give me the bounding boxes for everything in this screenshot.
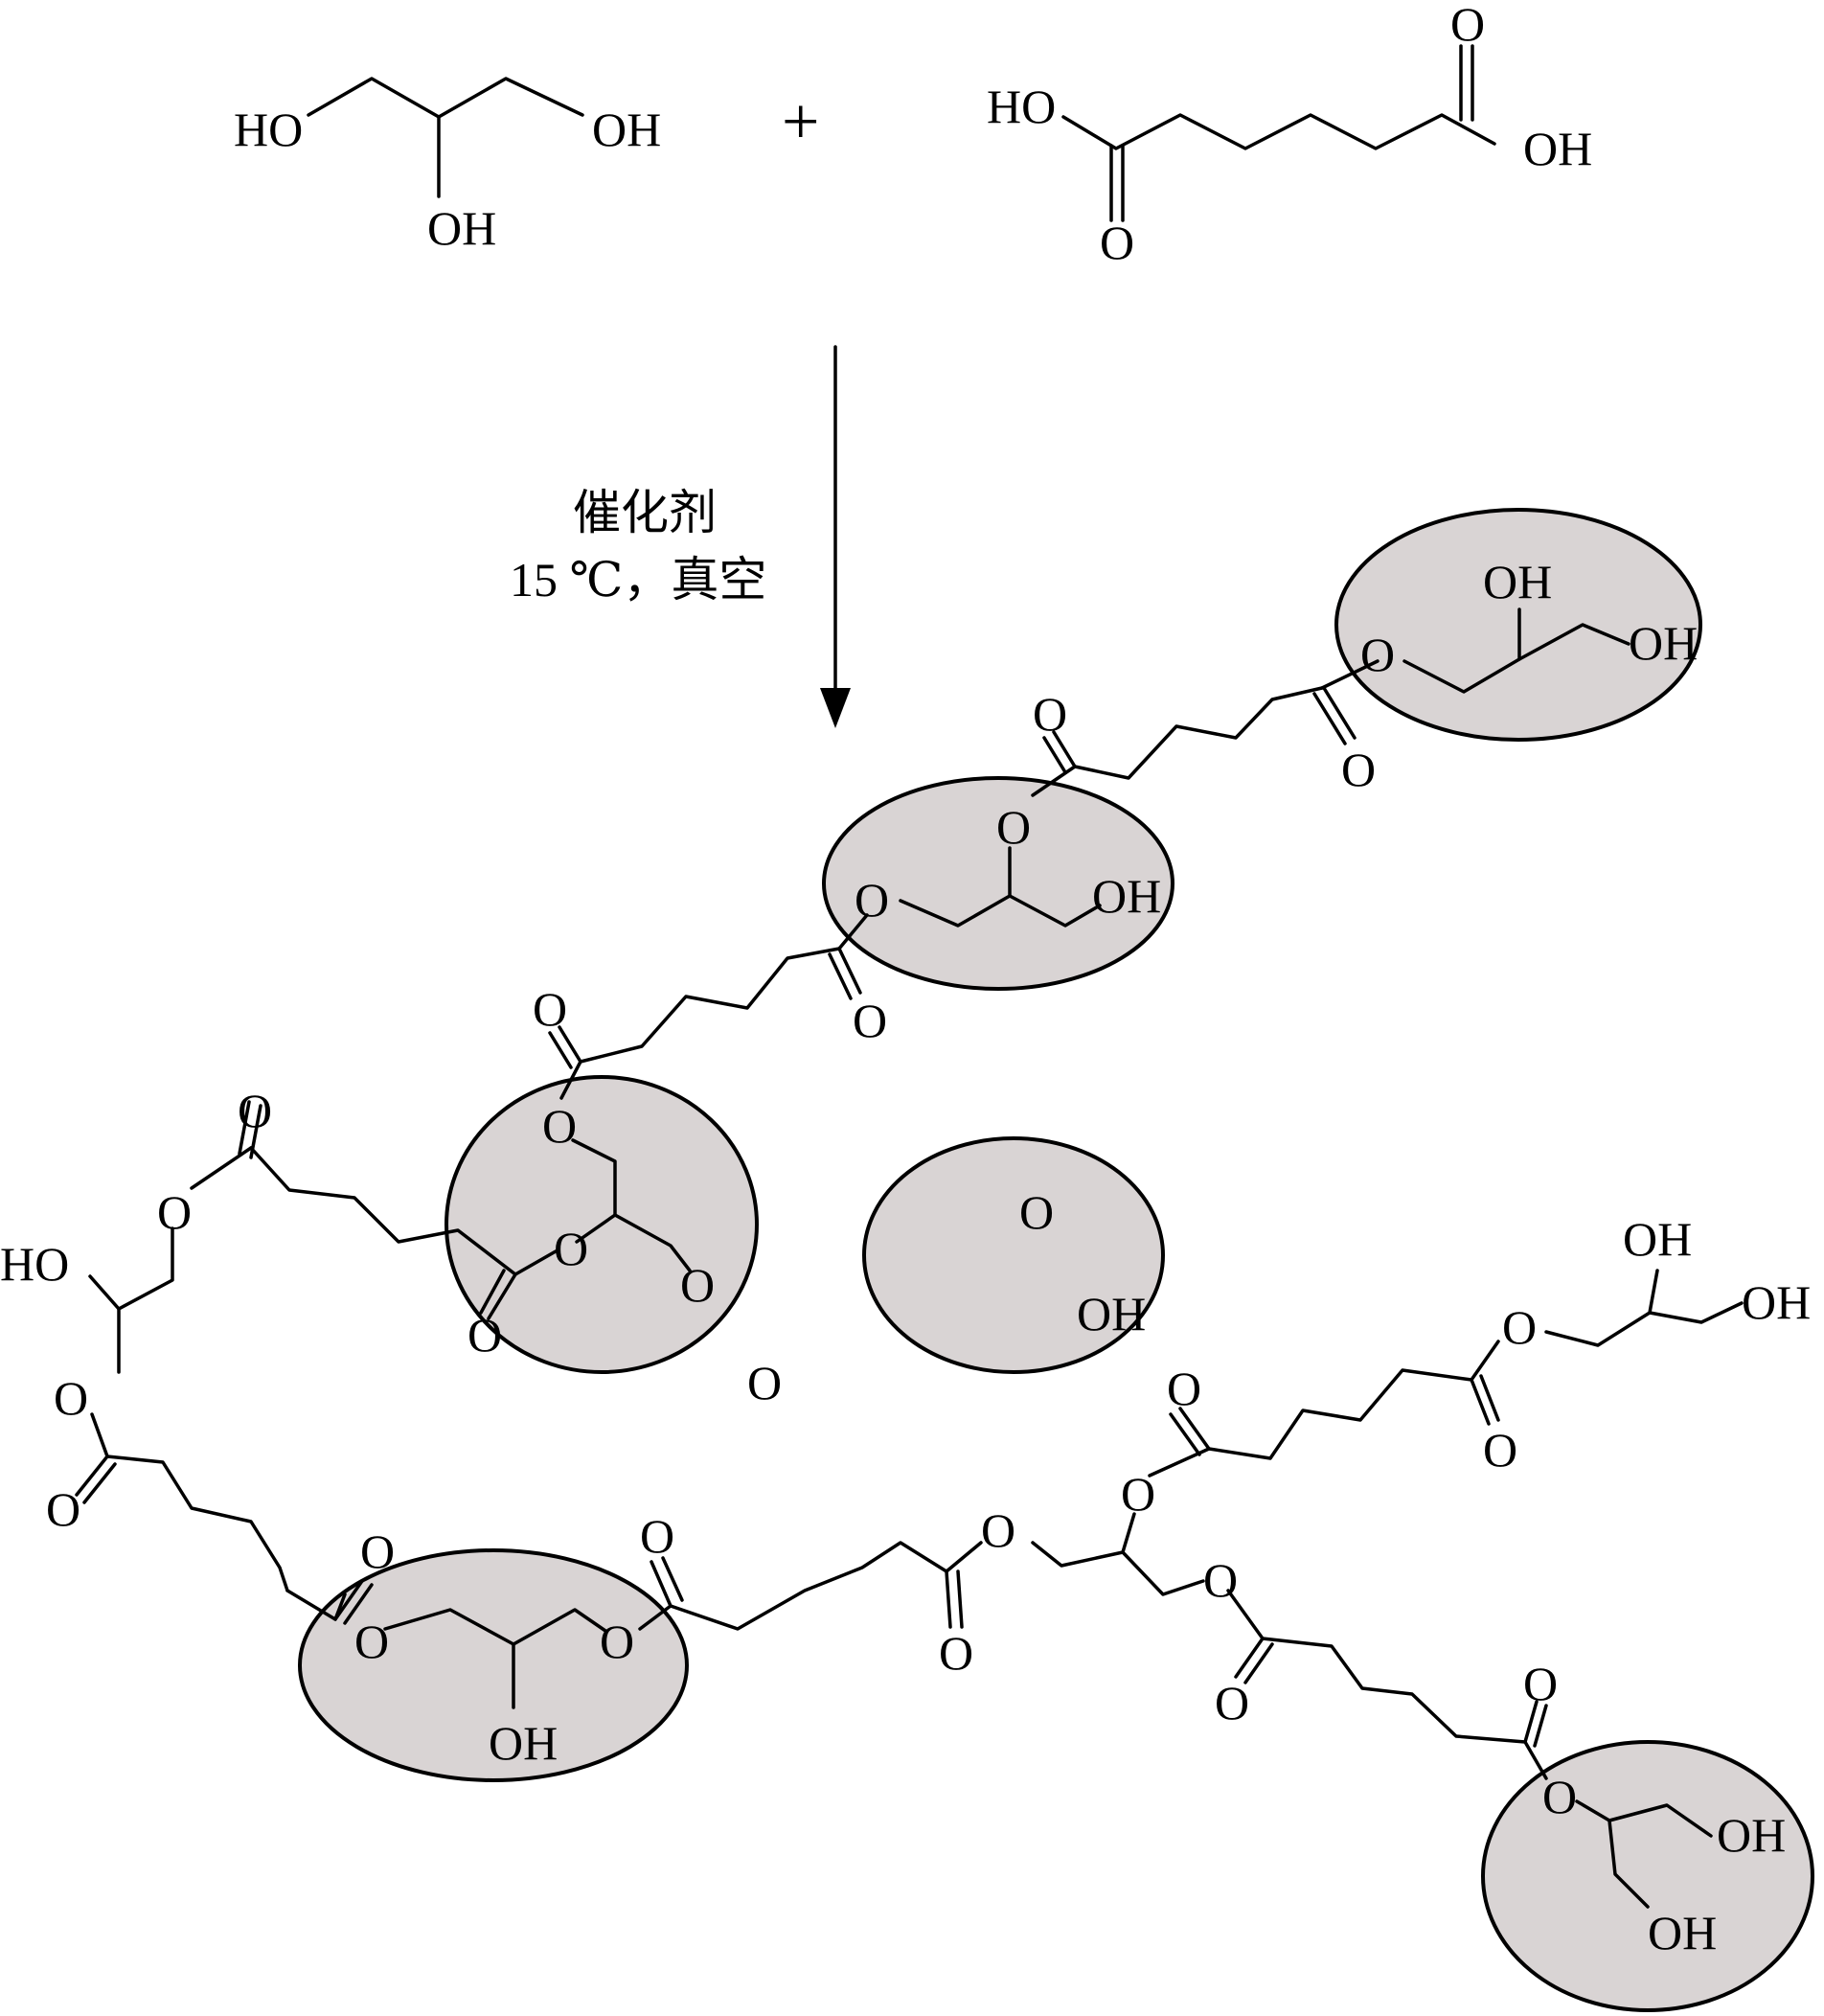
product-atom-labels: OH OH O O O O OH O O O O O O O O OH O O … (0, 555, 1811, 1959)
product-bonds (75, 607, 1744, 1909)
condition-temperature-vacuum: 15 ℃，真空 (510, 553, 766, 607)
label-oh: OH (1623, 1212, 1692, 1266)
condition-catalyst: 催化剂 (573, 486, 717, 539)
label-o: O (533, 982, 567, 1036)
adipic-oh-right: OH (1523, 122, 1592, 175)
adipic-acid-structure: HO OH O O (987, 0, 1592, 269)
label-o: O (981, 1503, 1015, 1557)
glycerol-oh-bottom: OH (427, 201, 496, 255)
label-oh: OH (489, 1716, 558, 1770)
label-oh: OH (1077, 1287, 1146, 1340)
label-o: O (238, 1084, 272, 1137)
glycerol-ho-left: HO (234, 103, 303, 156)
label-ho: HO (0, 1237, 69, 1291)
label-o: O (853, 994, 887, 1047)
label-o: O (1483, 1423, 1517, 1477)
label-o: O (1019, 1185, 1054, 1239)
highlight-glycerol-unit-lower (298, 1548, 689, 1782)
label-o: O (1341, 743, 1376, 796)
glycerol-structure: HO OH OH (234, 77, 661, 255)
label-oh: OH (1629, 616, 1698, 670)
label-o: O (1360, 628, 1395, 681)
label-o: O (1121, 1467, 1155, 1521)
label-o: O (542, 1099, 577, 1153)
label-o: O (1167, 1362, 1201, 1415)
label-oh: OH (1648, 1906, 1717, 1959)
label-o: O (600, 1615, 634, 1668)
label-oh: OH (1742, 1275, 1811, 1329)
adipic-o-top: O (1450, 0, 1485, 51)
label-o: O (747, 1356, 782, 1409)
glycerol-oh-right: OH (592, 103, 661, 156)
label-o: O (46, 1482, 80, 1536)
label-o: O (1502, 1300, 1537, 1354)
label-oh: OH (1717, 1808, 1786, 1862)
highlight-glycerol-end-bottom-right (1481, 1740, 1814, 2012)
label-o: O (467, 1308, 502, 1362)
reaction-arrow (820, 345, 851, 728)
label-o: O (996, 800, 1031, 854)
label-o: O (939, 1626, 973, 1680)
adipic-o-bottom: O (1100, 216, 1134, 269)
highlight-glycerol-unit-upper (822, 776, 1174, 991)
label-o: O (360, 1524, 395, 1578)
label-o: O (1542, 1770, 1577, 1823)
label-oh: OH (1092, 869, 1161, 923)
label-o: O (54, 1371, 88, 1425)
label-o: O (1523, 1657, 1558, 1710)
label-o: O (554, 1222, 588, 1275)
label-o: O (1215, 1676, 1249, 1730)
label-o: O (640, 1509, 674, 1563)
label-o: O (157, 1185, 192, 1239)
adipic-ho-left: HO (987, 80, 1056, 133)
plus-sign: + (782, 85, 819, 159)
arrow-head (820, 688, 851, 728)
label-o: O (354, 1615, 389, 1668)
label-o: O (1033, 687, 1067, 741)
label-oh: OH (1483, 555, 1552, 608)
label-o: O (680, 1258, 715, 1312)
label-o: O (1203, 1553, 1238, 1607)
highlight-acid-end (862, 1136, 1165, 1374)
label-o: O (855, 873, 889, 927)
